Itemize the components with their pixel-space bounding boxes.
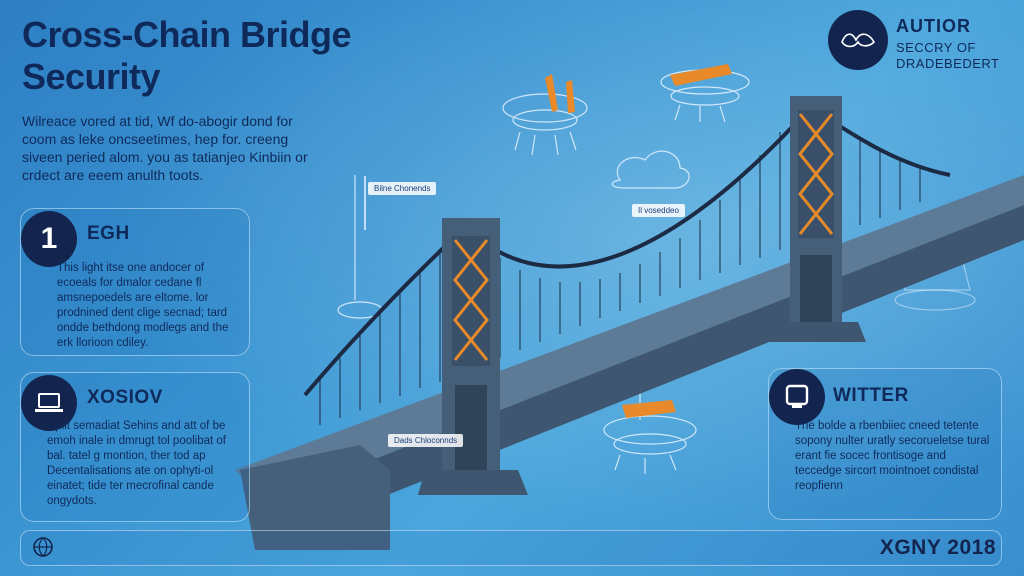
card-1-heading: EGH	[87, 223, 130, 244]
footer-text: XGNY 2018	[879, 536, 996, 559]
bridge-anchor	[240, 445, 390, 550]
card-3-heading: WITTER	[833, 385, 909, 406]
title-line-2: Security	[22, 56, 161, 97]
author-line-1: AUTIOR	[896, 16, 971, 36]
author-block: AUTIOR SECCRY OF DRADEBEDERT	[828, 10, 1004, 74]
flag-label-top: Bilne Chonends	[368, 182, 437, 195]
footer-bar	[20, 530, 1002, 566]
author-logo-icon	[828, 10, 888, 70]
bridge-tower-right	[770, 96, 866, 342]
card-3: WITTER The bolde a rbenbiiec cneed teten…	[768, 368, 1002, 520]
card-2: XOSIOV Uplit semadiat Sehins and att of …	[20, 372, 250, 522]
page-title: Cross-Chain Bridge Security	[22, 14, 352, 98]
card-1: 1 EGH This light itse one andocer of eco…	[20, 208, 250, 356]
orange-sketches	[545, 64, 732, 418]
cable-main	[468, 108, 810, 269]
cloud-label: Il voseddeo	[632, 204, 685, 217]
title-line-1: Cross-Chain Bridge	[22, 14, 352, 55]
base-label: Dads Chloconnds	[388, 434, 464, 447]
cable-left	[303, 230, 462, 397]
card-1-badge: 1	[21, 211, 77, 267]
laptop-icon	[21, 375, 77, 431]
author-line-3: DRADEBEDERT	[896, 56, 1000, 71]
globe-icon	[32, 536, 54, 563]
bridge-tower-left	[418, 218, 528, 495]
card-3-body: The bolde a rbenbiiec cneed tetente sopo…	[795, 420, 990, 492]
author-line-2: SECCRY OF	[896, 40, 976, 55]
card-1-body: This light itse one andocer of ecoeals f…	[57, 262, 229, 349]
card-2-heading: XOSIOV	[87, 387, 163, 408]
intro-text: Wilreace vored at tid, Wf do-abogir dond…	[22, 113, 308, 183]
card-2-body: Uplit semadiat Sehins and att of be emoh…	[47, 420, 226, 507]
monitor-icon	[769, 369, 825, 425]
